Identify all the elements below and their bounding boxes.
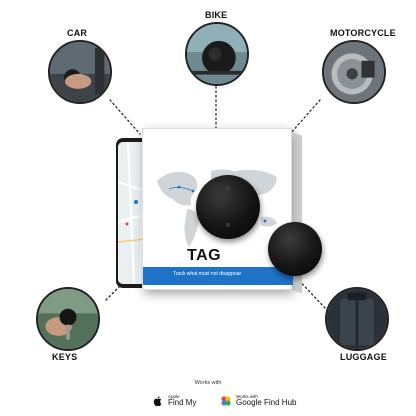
apple-logo-icon <box>153 396 162 407</box>
box-title: TAG <box>187 247 222 264</box>
luggage-image <box>325 287 389 351</box>
motorcycle-label: MOTORCYCLE <box>330 28 396 38</box>
google-big-text: Google Find Hub <box>236 398 297 408</box>
motorcycle-image <box>322 40 386 104</box>
google-find-hub-icon <box>221 396 231 406</box>
bike-label: BIKE <box>205 10 228 20</box>
apple-big-text: Find My <box>168 398 197 408</box>
google-find-hub-badge: Works with Google Find Hub <box>220 392 296 410</box>
bike-image <box>185 22 249 86</box>
tracker-tag-large <box>196 175 260 239</box>
luggage-label: LUGGAGE <box>340 352 387 362</box>
tracker-tag-small <box>268 222 322 276</box>
apple-find-my-badge: Apple Find My <box>152 392 196 410</box>
box-tagline: Track what must not disappear <box>173 271 242 277</box>
car-image <box>48 40 112 104</box>
apple-small-text: Apple <box>168 393 180 399</box>
tag-sensor-dot <box>226 187 230 191</box>
google-small-text: Works with <box>236 393 258 399</box>
keys-label: KEYS <box>52 352 78 362</box>
works-with-label: Works with <box>194 380 222 386</box>
keys-image <box>36 287 100 351</box>
tag-sensor-dot <box>226 223 230 227</box>
car-label: CAR <box>67 28 88 38</box>
box-blue-stripe <box>143 267 293 285</box>
